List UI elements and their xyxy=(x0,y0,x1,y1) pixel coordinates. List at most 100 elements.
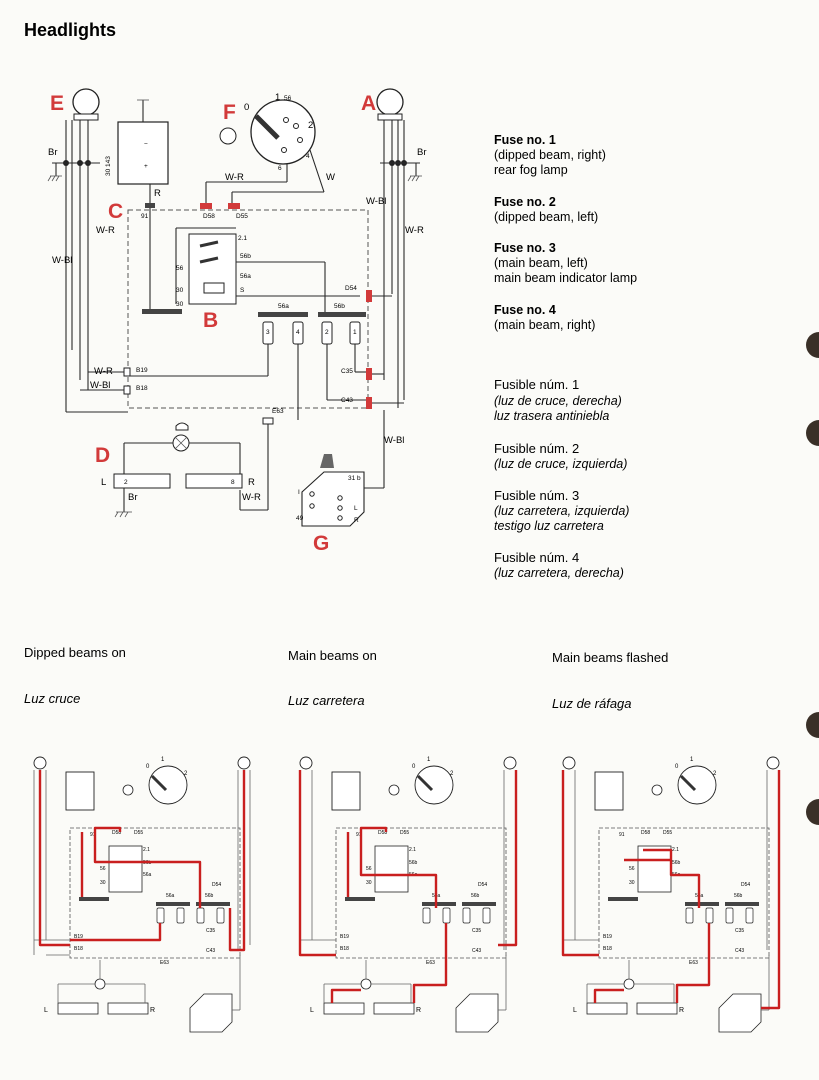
mini-active-wire xyxy=(330,988,361,1003)
left-connectors xyxy=(66,367,131,413)
wire-wbl-bottom: W-Bl xyxy=(384,435,404,446)
right-connectors xyxy=(366,290,404,409)
mode-1-caption-en: Dipped beams on xyxy=(24,645,126,660)
mini-active-wire xyxy=(93,826,202,908)
fuse-block xyxy=(128,312,368,420)
switch-term-6: 6 xyxy=(278,165,282,172)
binder-holes xyxy=(806,332,819,825)
control-unit-outline xyxy=(127,209,369,409)
mini-headlight-left xyxy=(33,756,47,770)
fuse-es-4-title: Fusible núm. 4 xyxy=(494,550,579,565)
term-s: S xyxy=(240,287,245,294)
mini-label-r: R xyxy=(150,1007,155,1014)
fuse-num-4: 4 xyxy=(296,329,300,336)
mini-fuse-bar-a xyxy=(685,902,719,906)
mini-label-21: 2.1 xyxy=(143,847,150,853)
term-56a-relay: 56a xyxy=(240,273,251,280)
mini-indicator xyxy=(360,978,372,990)
wire-wbl-top: W-Bl xyxy=(366,196,386,207)
label-e: E xyxy=(50,92,64,115)
headlight-left xyxy=(47,88,100,412)
stalk-31b: 31 b xyxy=(348,475,361,482)
mini-label-pos-0: 0 xyxy=(412,764,416,770)
mini-switch xyxy=(414,765,454,805)
mini-dimmer-contact-l xyxy=(57,1002,99,1015)
mini-fuse-1 xyxy=(685,907,694,924)
mini-indicator xyxy=(623,978,635,990)
fuse-es-3-title: Fusible núm. 3 xyxy=(494,488,579,503)
fuse-en-3-title: Fuse no. 3 xyxy=(494,241,556,255)
fuse-en-4-title: Fuse no. 4 xyxy=(494,303,556,317)
mini-label-56: 56 xyxy=(100,866,106,872)
mini-active-wire xyxy=(643,848,701,908)
term-d54: D54 xyxy=(345,285,357,292)
mini-fuse-bar-b xyxy=(462,902,496,906)
fuse-num-1: 1 xyxy=(353,329,357,336)
fuse-en-2-line-1: (dipped beam, left) xyxy=(494,210,598,224)
mode-2-caption-es: Luz carretera xyxy=(288,693,365,708)
fuse-en-1-line-2: rear fog lamp xyxy=(494,163,568,177)
mini-fuse-bar-a xyxy=(156,902,190,906)
term-56-relay: 56 xyxy=(176,265,184,272)
mini-active-wire xyxy=(228,770,246,952)
mini-label-d58: D58 xyxy=(378,830,387,836)
mini-fuse-bar-b xyxy=(196,902,230,906)
wire-wr-left: W-R xyxy=(96,225,115,236)
term-91: 91 xyxy=(141,213,149,220)
mini-label-56b: 56b xyxy=(734,893,743,899)
mini-label-21: 2.1 xyxy=(409,847,416,853)
mini-label-b19: B19 xyxy=(74,934,83,940)
mini-switch xyxy=(677,765,717,805)
mini-label-relay-56b: 56b xyxy=(409,860,418,866)
mini-label-30: 30 xyxy=(629,880,635,886)
dimmer-relay xyxy=(142,227,360,315)
mini-label-30: 30 xyxy=(100,880,106,886)
wire-br-right: Br xyxy=(417,147,427,158)
mini-label-d54: D54 xyxy=(741,882,750,888)
term-30-b: 30 xyxy=(176,301,184,308)
mini-label-56a: 56a xyxy=(166,893,175,899)
mini-label-r: R xyxy=(679,1007,684,1014)
fuse-legend-spanish: Fusible núm. 1 (luz de cruce, derecha) l… xyxy=(494,377,629,580)
mini-headlight-left xyxy=(299,756,313,770)
mini-label-pos-2: 2 xyxy=(450,771,454,777)
mini-label-e63: E63 xyxy=(689,960,698,966)
mini-active-wire xyxy=(70,923,162,942)
wire-wbl-b18: W-Bl xyxy=(90,380,110,391)
mini-label-d55: D55 xyxy=(134,830,143,836)
mini-active-wire xyxy=(761,770,781,1010)
mini-active-wire xyxy=(561,770,599,957)
label-c: C xyxy=(108,200,123,223)
switch-pos-0: 0 xyxy=(244,102,249,113)
term-2-1: 2.1 xyxy=(238,235,247,242)
mini-fuse-3 xyxy=(725,907,734,924)
wire-wr-switch: W-R xyxy=(225,172,244,183)
relay-minus: − xyxy=(144,141,148,148)
mini-fuse-3 xyxy=(196,907,205,924)
mini-dimmer-relay xyxy=(637,845,672,893)
mini-stalk xyxy=(189,993,233,1033)
label-b: B xyxy=(203,309,218,332)
mini-fuse-bar-b xyxy=(725,902,759,906)
mini-label-pos-1: 1 xyxy=(427,757,431,763)
fuse-en-1-title: Fuse no. 1 xyxy=(494,133,556,147)
mini-dimmer-relay xyxy=(374,845,409,893)
fuse-es-1-line-1: (luz de cruce, derecha) xyxy=(494,394,622,408)
fuse-es-4-line-1: (luz carretera, derecha) xyxy=(494,566,624,580)
main-diagram-labels: E A F C B D G Br Br W-R W-Bl W-Bl W-R W-… xyxy=(48,92,427,555)
mini-active-wire xyxy=(359,826,438,908)
dimmer-l: L xyxy=(101,477,106,488)
mini-switch-lever xyxy=(150,774,168,792)
mini-label-d58: D58 xyxy=(112,830,121,836)
mini-dimmer-contact-l xyxy=(586,1002,628,1015)
term-b18: B18 xyxy=(136,385,148,392)
dimmer-r: R xyxy=(248,477,255,488)
stalk-r: R xyxy=(354,517,359,524)
fuse-en-3-line-1: (main beam, left) xyxy=(494,256,588,270)
mini-active-wire xyxy=(38,770,70,947)
stalk-i: I xyxy=(298,489,300,496)
mini-switch xyxy=(148,765,188,805)
mini-label-91: 91 xyxy=(356,832,362,838)
